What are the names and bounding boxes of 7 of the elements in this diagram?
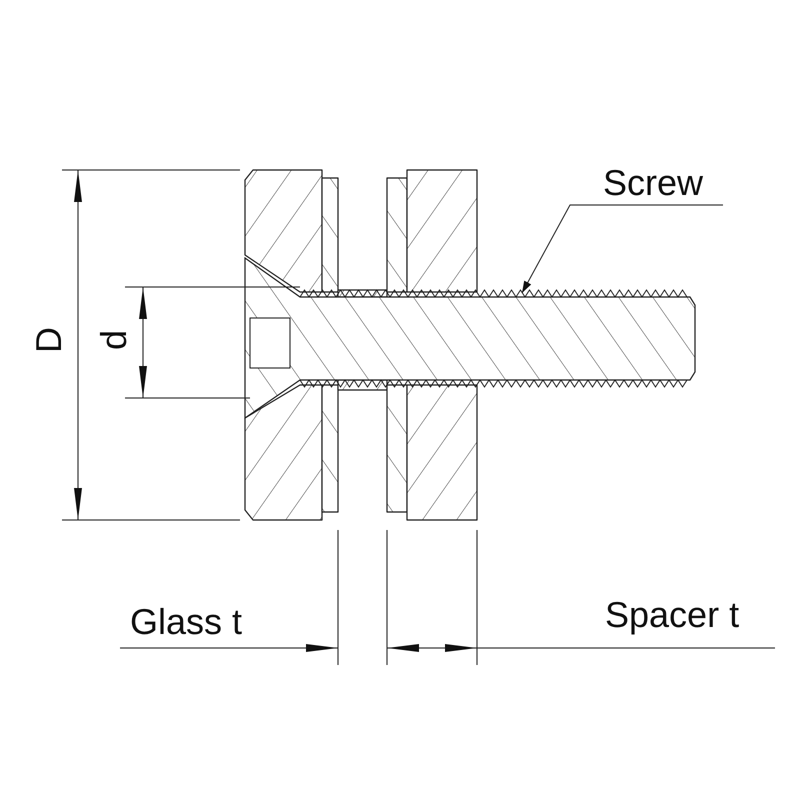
dimension-label: d <box>94 330 134 350</box>
leader-line <box>522 204 724 294</box>
thickness-label: Glass t <box>130 602 242 642</box>
dimension-label: D <box>29 327 69 353</box>
part-label: Screw <box>603 163 704 203</box>
screw-drawing <box>244 256 696 420</box>
thickness-label: Spacer t <box>605 595 740 635</box>
